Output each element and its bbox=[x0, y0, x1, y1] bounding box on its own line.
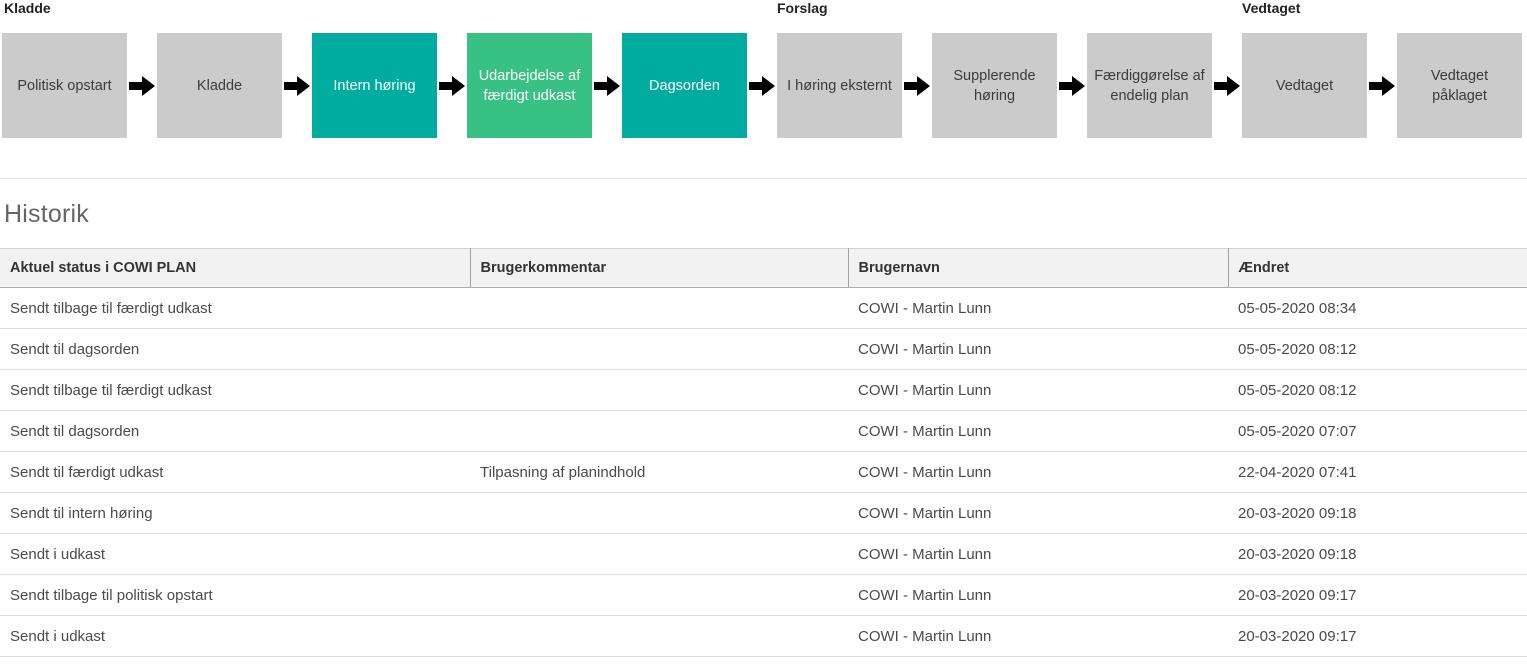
workflow-group-label-kladde: Kladde bbox=[4, 0, 51, 16]
workflow-step: Vedtaget påklaget bbox=[1397, 33, 1522, 138]
cell-changed: 05-05-2020 08:12 bbox=[1228, 328, 1527, 370]
workflow-step: Færdiggørelse af endelig plan bbox=[1087, 33, 1212, 138]
workflow-arrow bbox=[127, 33, 157, 138]
cell-changed: 22-04-2020 07:41 bbox=[1228, 451, 1527, 493]
cell-comment bbox=[470, 533, 848, 575]
workflow-arrow bbox=[747, 33, 777, 138]
arrow-right-icon bbox=[1214, 75, 1240, 96]
table-row: Sendt til intern høring COWI - Martin Lun… bbox=[0, 492, 1527, 534]
workflow-arrow bbox=[1057, 33, 1087, 138]
workflow-arrow bbox=[902, 33, 932, 138]
history-table: Aktuel status i COWI PLAN Brugerkommenta… bbox=[0, 248, 1527, 657]
cell-status: Sendt til dagsorden bbox=[0, 328, 470, 370]
cell-comment: Tilpasning af planindhold bbox=[470, 451, 848, 493]
cell-comment bbox=[470, 574, 848, 616]
cell-status: Sendt til dagsorden bbox=[0, 410, 470, 452]
cell-comment bbox=[470, 369, 848, 411]
cell-changed: 05-05-2020 08:34 bbox=[1228, 287, 1527, 329]
workflow-section: Kladde Forslag Vedtaget Politisk opstart… bbox=[0, 0, 1527, 179]
column-header-user: Brugernavn bbox=[848, 248, 1229, 288]
workflow-arrow bbox=[1212, 33, 1242, 138]
cell-user: COWI - Martin Lunn bbox=[848, 410, 1228, 452]
column-header-status: Aktuel status i COWI PLAN bbox=[0, 248, 471, 288]
cell-changed: 20-03-2020 09:17 bbox=[1228, 615, 1527, 657]
workflow-steps: Politisk opstart Kladde Intern høring Udarb… bbox=[2, 33, 1522, 138]
arrow-right-icon bbox=[129, 75, 155, 96]
column-header-comment: Brugerkommentar bbox=[470, 248, 849, 288]
workflow-arrow bbox=[1367, 33, 1397, 138]
cell-status: Sendt tilbage til politisk opstart bbox=[0, 574, 470, 616]
arrow-right-icon bbox=[1369, 75, 1395, 96]
workflow-group-label-vedtaget: Vedtaget bbox=[1242, 0, 1301, 16]
cell-comment bbox=[470, 492, 848, 534]
cell-user: COWI - Martin Lunn bbox=[848, 574, 1228, 616]
cell-user: COWI - Martin Lunn bbox=[848, 615, 1228, 657]
cell-status: Sendt til færdigt udkast bbox=[0, 451, 470, 493]
arrow-right-icon bbox=[594, 75, 620, 96]
workflow-arrow bbox=[592, 33, 622, 138]
cell-changed: 20-03-2020 09:18 bbox=[1228, 533, 1527, 575]
cell-status: Sendt til intern høring bbox=[0, 492, 470, 534]
cell-user: COWI - Martin Lunn bbox=[848, 492, 1228, 534]
workflow-step: Supplerende høring bbox=[932, 33, 1057, 138]
cell-changed: 20-03-2020 09:18 bbox=[1228, 492, 1527, 534]
arrow-right-icon bbox=[1059, 75, 1085, 96]
cell-comment bbox=[470, 328, 848, 370]
cell-user: COWI - Martin Lunn bbox=[848, 287, 1228, 329]
cell-status: Sendt tilbage til færdigt udkast bbox=[0, 287, 470, 329]
table-row: Sendt tilbage til politisk opstart COWI -… bbox=[0, 574, 1527, 616]
cell-status: Sendt i udkast bbox=[0, 615, 470, 657]
workflow-group-label-forslag: Forslag bbox=[777, 0, 828, 16]
workflow-step: Dagsorden bbox=[622, 33, 747, 138]
workflow-step: Udarbejdelse af færdigt udkast bbox=[467, 33, 592, 138]
cell-changed: 05-05-2020 08:12 bbox=[1228, 369, 1527, 411]
arrow-right-icon bbox=[904, 75, 930, 96]
workflow-step: I høring eksternt bbox=[777, 33, 902, 138]
cell-user: COWI - Martin Lunn bbox=[848, 369, 1228, 411]
cell-changed: 20-03-2020 09:17 bbox=[1228, 574, 1527, 616]
workflow-step: Intern høring bbox=[312, 33, 437, 138]
workflow-step: Vedtaget bbox=[1242, 33, 1367, 138]
cell-status: Sendt tilbage til færdigt udkast bbox=[0, 369, 470, 411]
cell-user: COWI - Martin Lunn bbox=[848, 328, 1228, 370]
cell-user: COWI - Martin Lunn bbox=[848, 533, 1228, 575]
arrow-right-icon bbox=[749, 75, 775, 96]
cell-changed: 05-05-2020 07:07 bbox=[1228, 410, 1527, 452]
arrow-right-icon bbox=[284, 75, 310, 96]
history-table-header-row: Aktuel status i COWI PLAN Brugerkommenta… bbox=[0, 248, 1527, 288]
history-title: Historik bbox=[4, 200, 89, 228]
arrow-right-icon bbox=[439, 75, 465, 96]
workflow-arrow bbox=[282, 33, 312, 138]
workflow-step: Kladde bbox=[157, 33, 282, 138]
workflow-arrow bbox=[437, 33, 467, 138]
table-row: Sendt tilbage til færdigt udkast COWI - M… bbox=[0, 369, 1527, 411]
cell-comment bbox=[470, 615, 848, 657]
cell-comment bbox=[470, 410, 848, 452]
cell-user: COWI - Martin Lunn bbox=[848, 451, 1228, 493]
cell-status: Sendt i udkast bbox=[0, 533, 470, 575]
table-row: Sendt tilbage til færdigt udkast COWI - M… bbox=[0, 287, 1527, 329]
workflow-step: Politisk opstart bbox=[2, 33, 127, 138]
column-header-changed: Ændret bbox=[1228, 248, 1527, 288]
cell-comment bbox=[470, 287, 848, 329]
